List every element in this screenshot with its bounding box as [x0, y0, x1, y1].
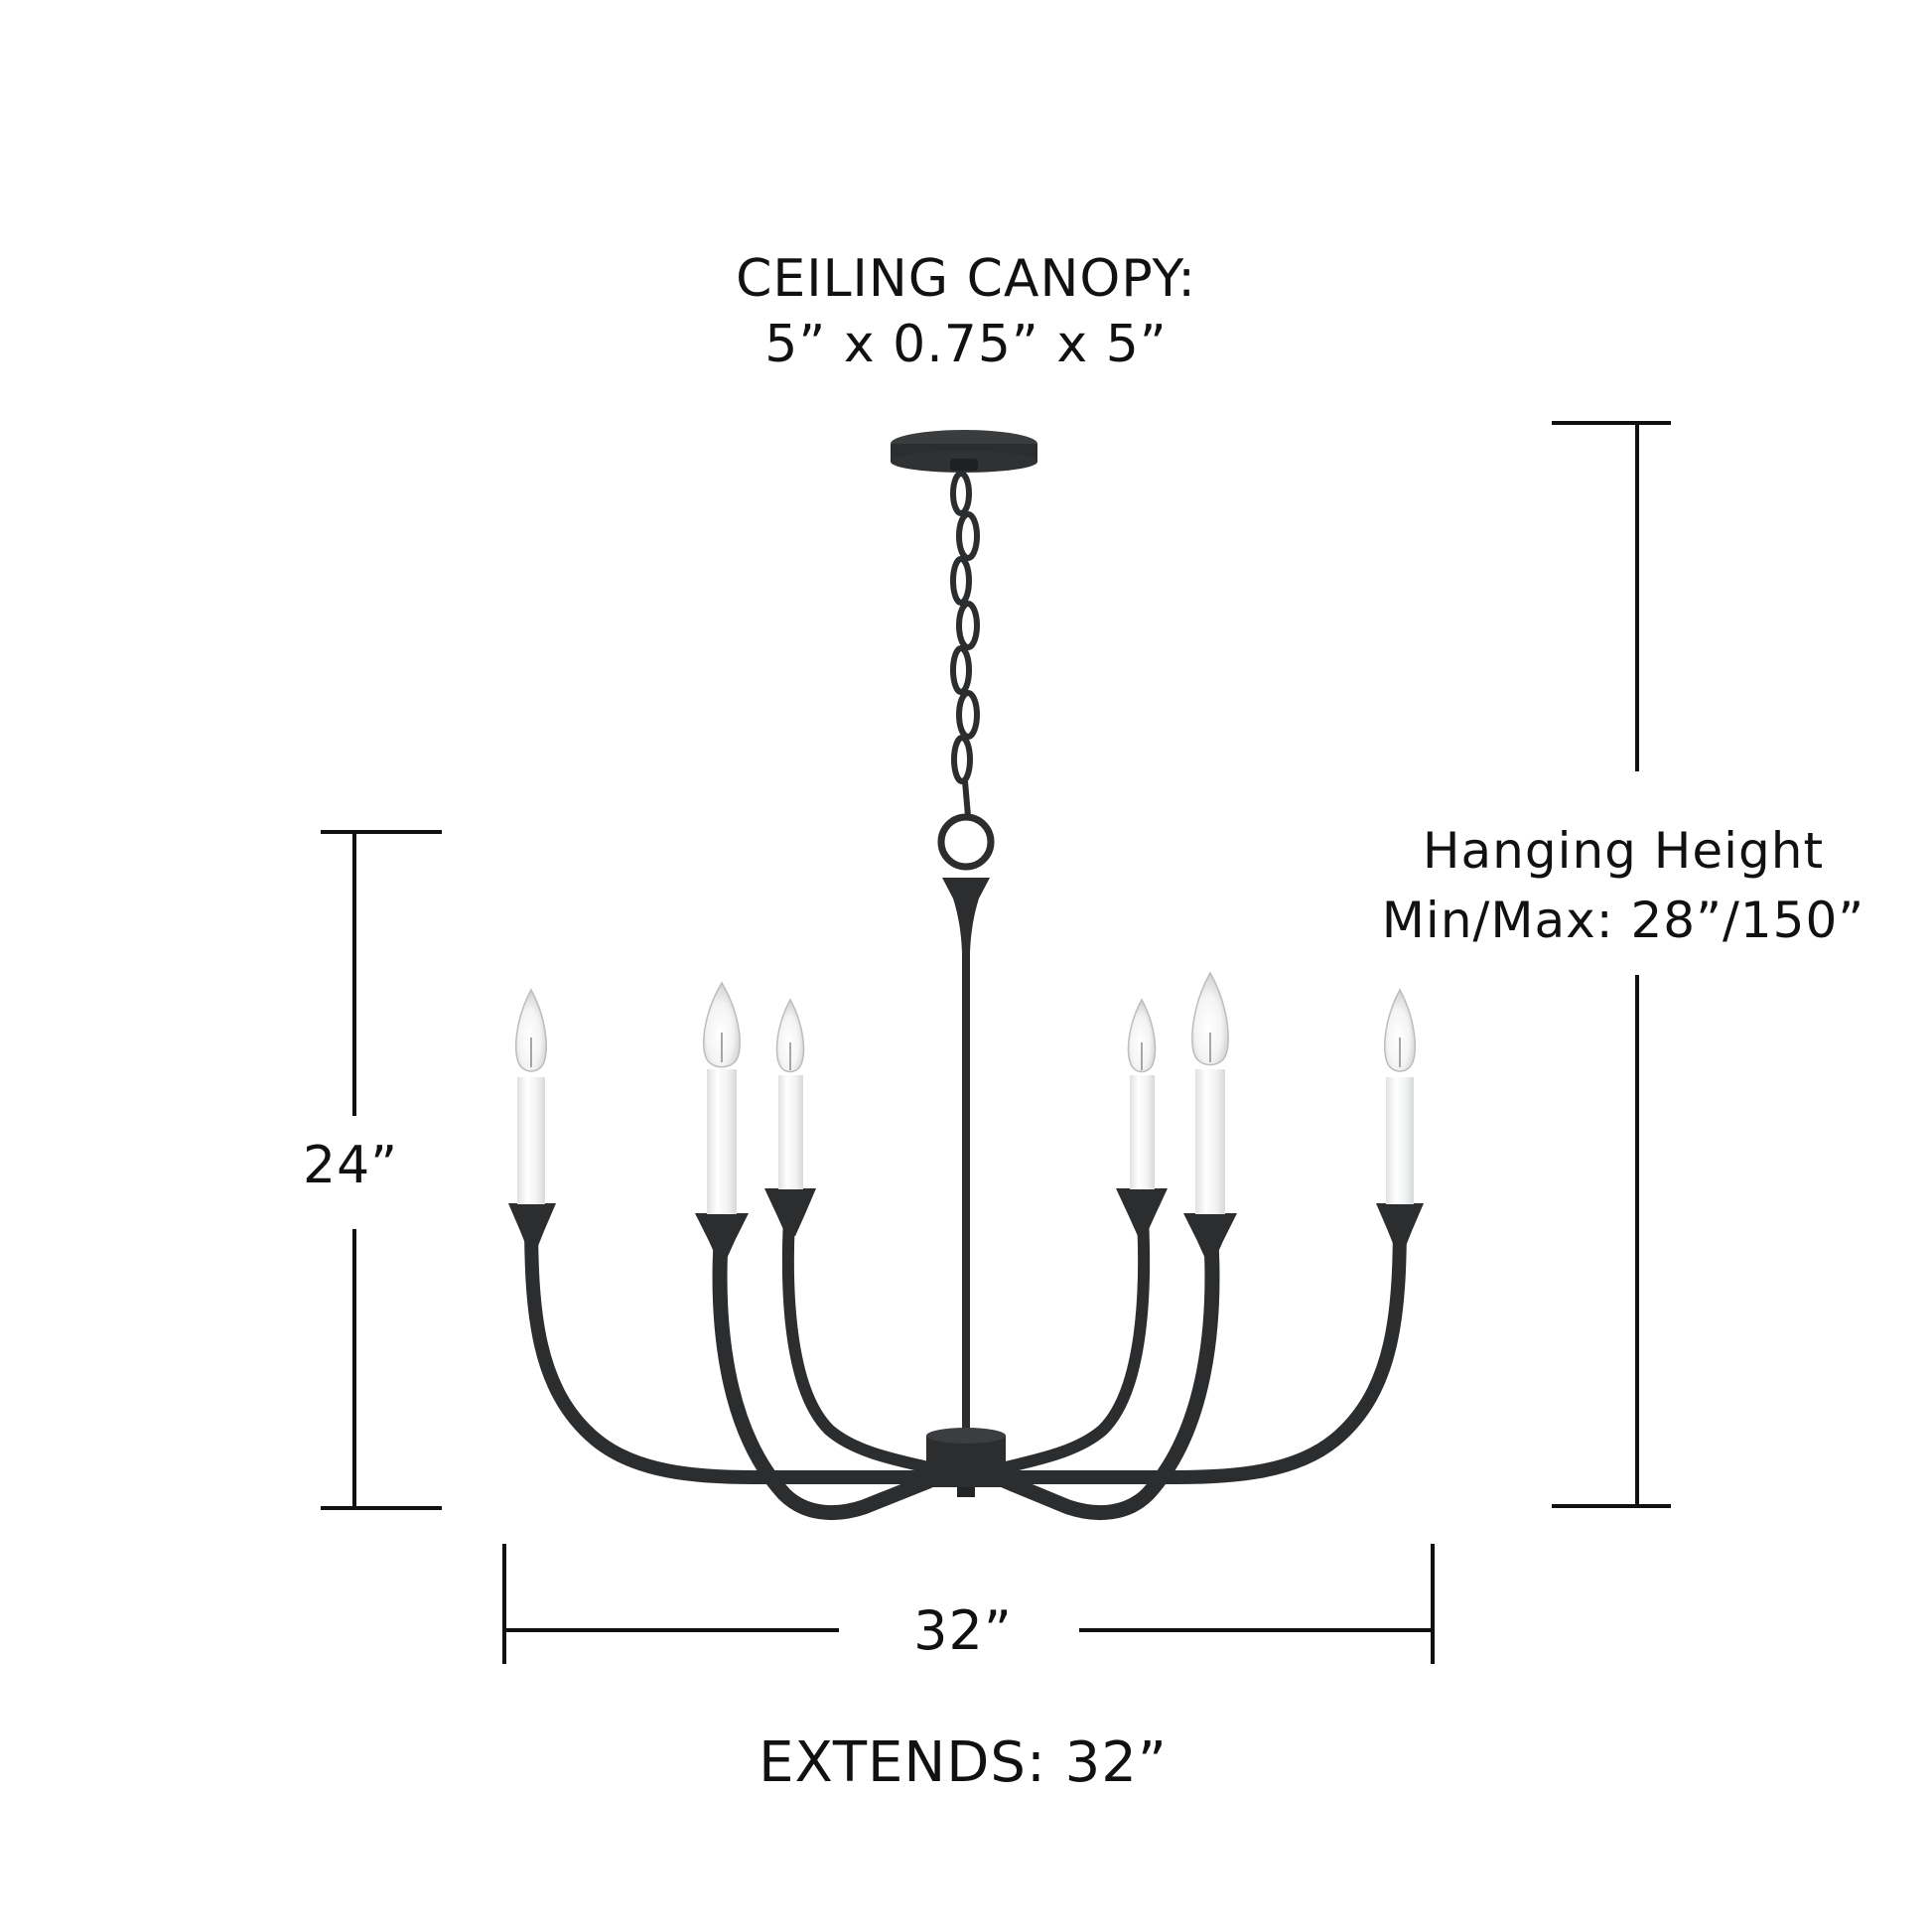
dimension-height-24 [321, 830, 442, 1510]
ceiling-canopy-heading: CEILING CANOPY: [736, 249, 1196, 309]
fixture-width-label: 32” [913, 1599, 1013, 1662]
center-hub-icon [926, 1428, 1006, 1497]
arms-icon [524, 1195, 1407, 1521]
extends-label: EXTENDS: 32” [759, 1730, 1168, 1795]
ceiling-canopy-icon [891, 430, 1037, 473]
hanging-height-minmax: Min/Max: 28”/150” [1381, 892, 1865, 949]
flame-tip-bulbs-icon [515, 971, 1416, 1073]
bulb-filaments-icon [530, 1033, 1401, 1070]
ceiling-canopy-dimensions: 5” x 0.75” x 5” [764, 315, 1168, 374]
loop-ring-icon [937, 813, 995, 871]
ceiling-canopy-label: CEILING CANOPY: 5” x 0.75” x 5” [668, 246, 1264, 377]
chain-icon [950, 471, 980, 817]
candle-cups-icon [508, 1188, 1424, 1261]
hanging-height-label: Hanging Height Min/Max: 28”/150” [1380, 816, 1866, 955]
fixture-height-label: 24” [303, 1136, 399, 1195]
center-stem-icon [942, 878, 990, 1430]
hanging-height-title: Hanging Height [1422, 822, 1825, 880]
candle-sleeves-icon [517, 1069, 1414, 1214]
dimension-hanging-height [1552, 421, 1671, 1508]
dimension-width-32 [502, 1544, 1435, 1664]
